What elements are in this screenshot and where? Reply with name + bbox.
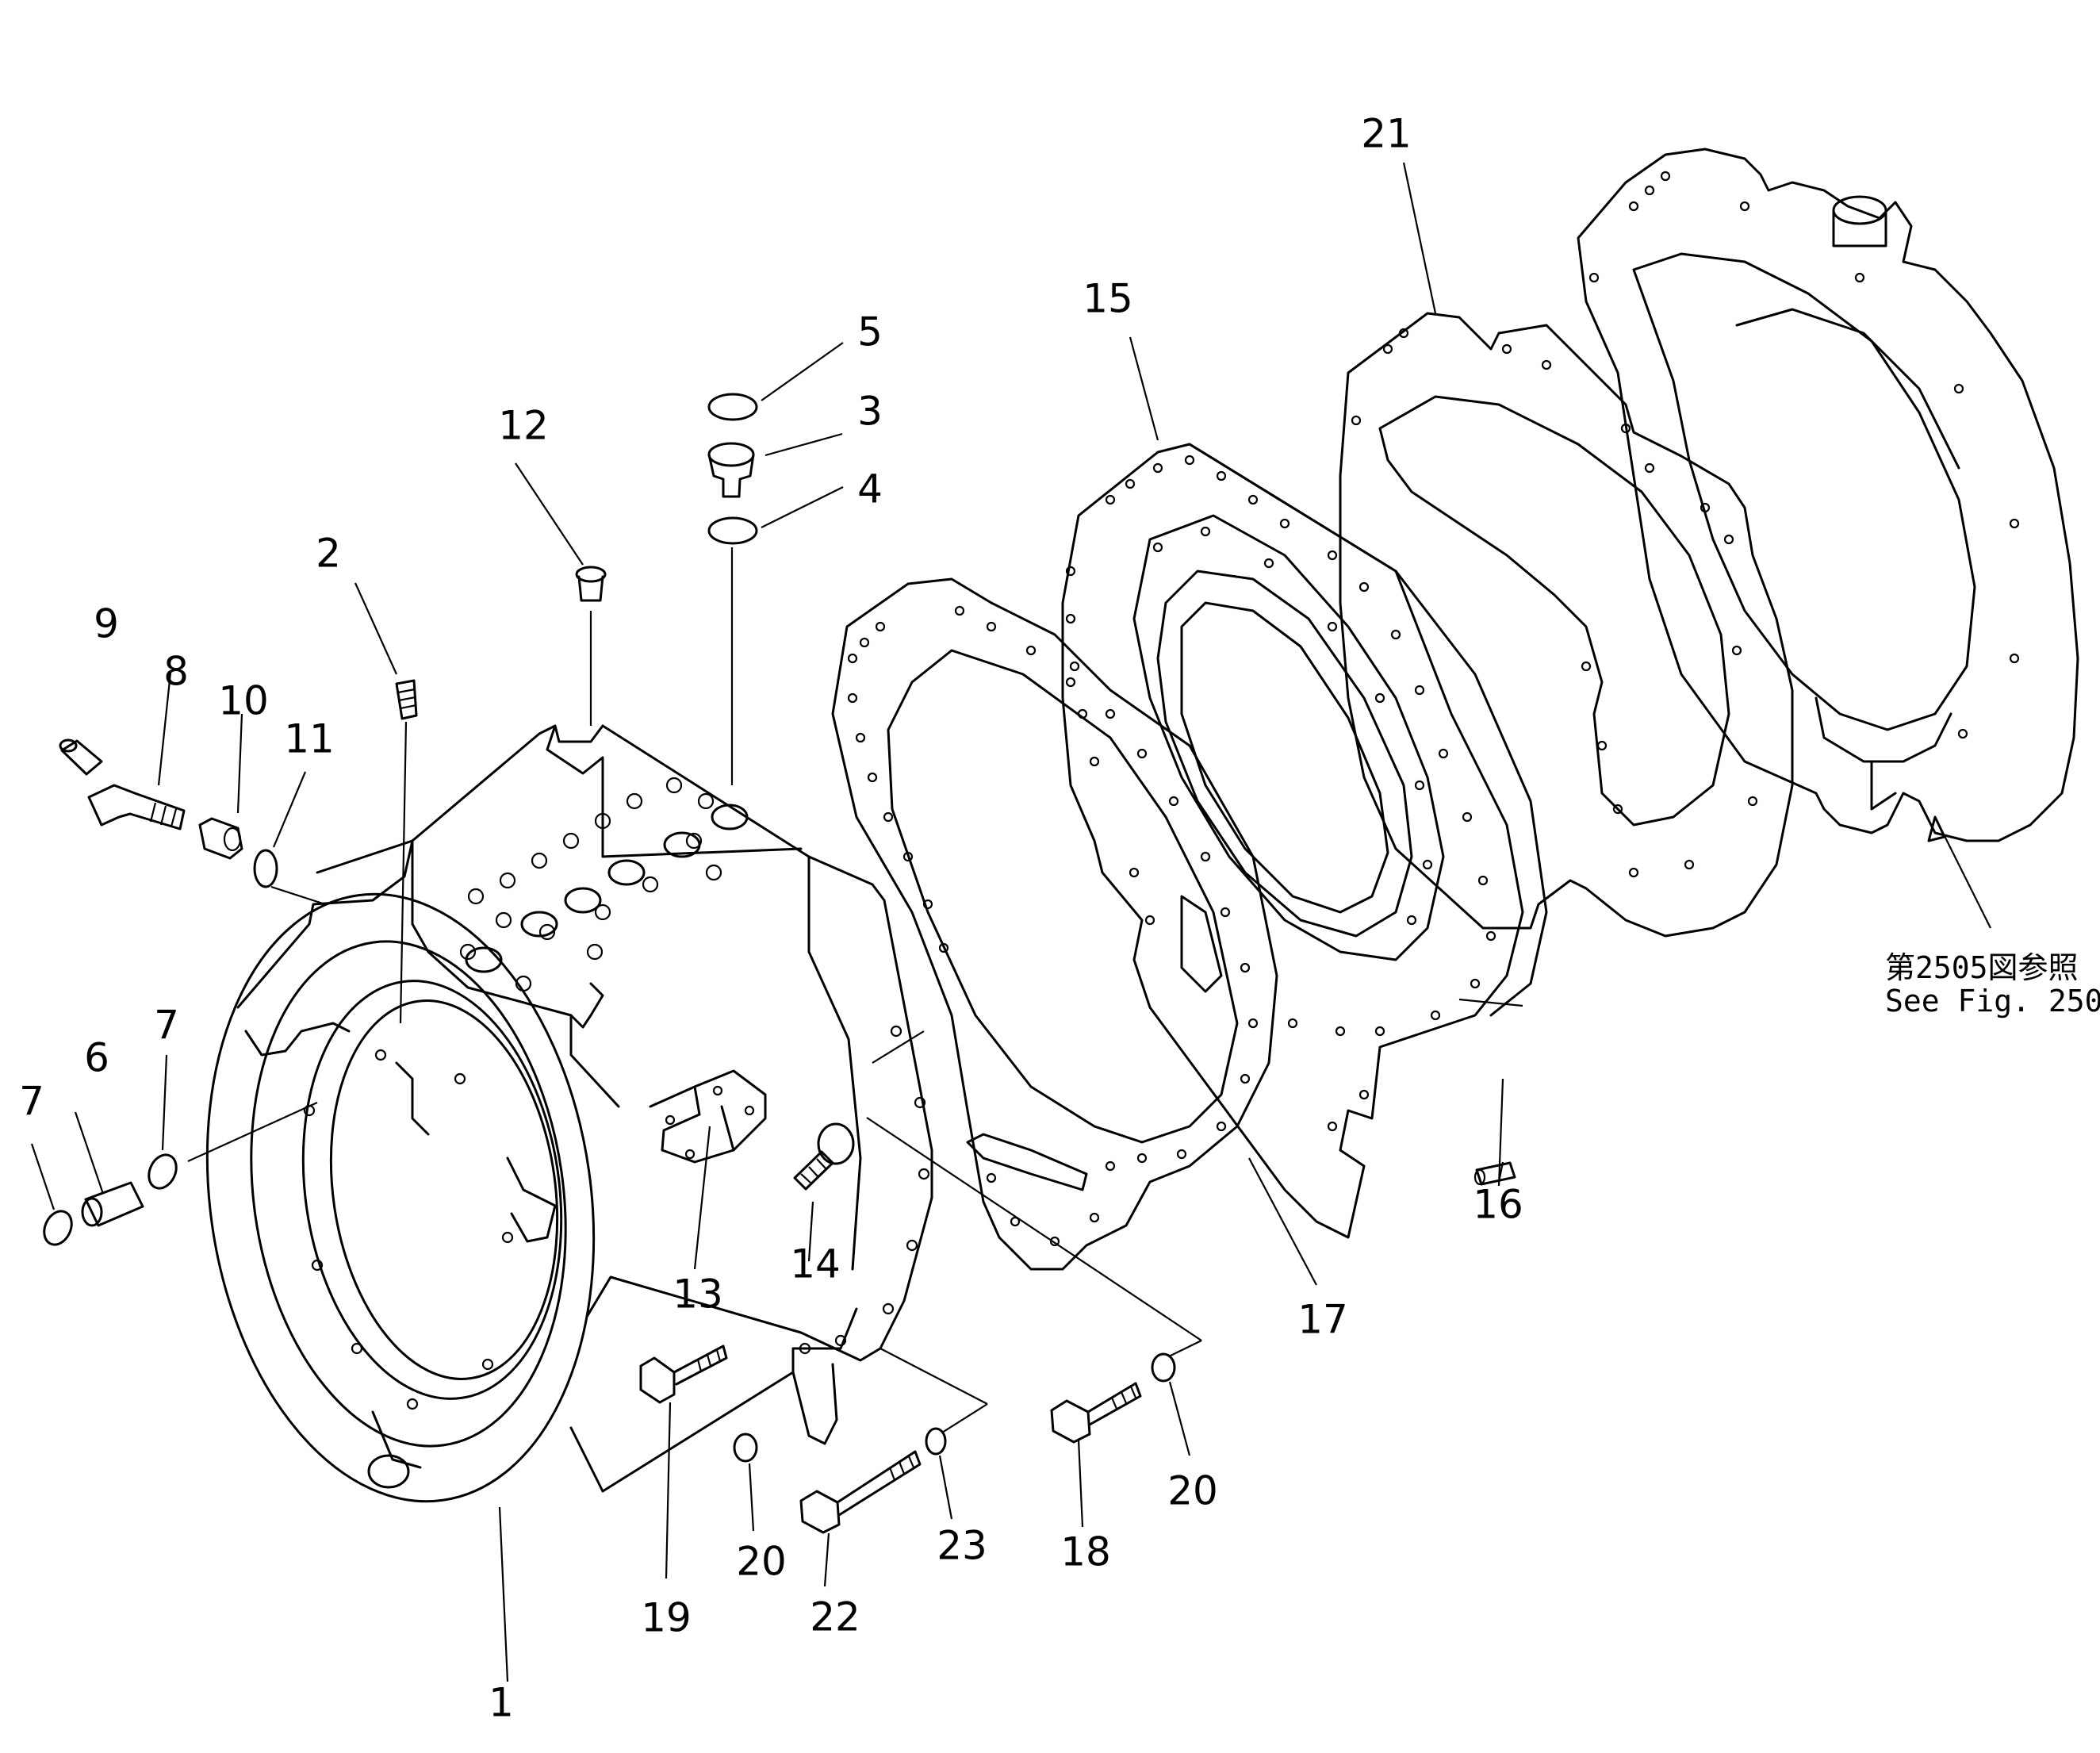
part-22-bolt [799, 1450, 922, 1534]
part-20-washer-a [733, 1433, 758, 1463]
part-13-cover [649, 1069, 767, 1164]
reference-housing [1577, 148, 2079, 842]
callout-20b: 20 [1167, 1468, 1218, 1514]
callout-16: 16 [1473, 1182, 1523, 1228]
part-5-o-ring [707, 393, 758, 421]
callout-20a: 20 [736, 1539, 787, 1585]
housing-reference-holes [1588, 171, 2020, 739]
callout-10: 10 [218, 678, 269, 724]
part-8-elbow [87, 784, 186, 830]
part-7-o-ring-a [43, 1210, 73, 1246]
part-10-nut [198, 817, 243, 860]
callout-11: 11 [284, 716, 335, 762]
leader-lines [30, 162, 1991, 1682]
main-housing [205, 724, 933, 1503]
callout-13: 13 [673, 1272, 723, 1318]
reference-note-en: See Fig. 2505 [1885, 984, 2100, 1018]
part-19-bolt [639, 1344, 728, 1404]
part-23-washer [925, 1427, 947, 1456]
callout-14: 14 [790, 1241, 841, 1287]
callout-3: 3 [857, 389, 883, 435]
gasket-21-holes [1351, 328, 1758, 878]
callout-labels: 1 2 3 4 5 6 7 7 8 9 10 11 12 13 14 15 16… [19, 111, 1523, 1726]
callout-9: 9 [94, 601, 119, 647]
adapter-15-holes [1065, 455, 1496, 1132]
part-17-gasket [831, 577, 1278, 1271]
callout-23: 23 [937, 1523, 987, 1569]
callout-6: 6 [84, 1035, 109, 1081]
part-3-plug [707, 442, 755, 498]
part-9-fitting [59, 738, 103, 776]
part-12-plug [575, 566, 607, 602]
gasket-17-holes [847, 605, 1259, 1247]
part-15-adapter [1061, 443, 1548, 1239]
callout-8: 8 [163, 649, 189, 695]
part-20-washer-b [1151, 1352, 1176, 1383]
part-6-plug [81, 1181, 144, 1227]
callout-17: 17 [1297, 1297, 1348, 1343]
callout-4: 4 [857, 466, 883, 512]
callout-21: 21 [1361, 111, 1412, 157]
part-14-bolt [793, 1122, 855, 1191]
part-18-bolt [1050, 1382, 1142, 1444]
part-2-plug [395, 679, 418, 720]
callout-18: 18 [1060, 1529, 1111, 1575]
reference-note-jp: 第2505図参照 [1885, 950, 2079, 985]
reference-note: 第2505図参照 See Fig. 2505 [1885, 950, 2100, 1018]
callout-22: 22 [810, 1594, 860, 1640]
callout-2: 2 [316, 531, 341, 577]
callout-12: 12 [498, 403, 549, 449]
callout-19: 19 [641, 1595, 692, 1641]
callout-7b: 7 [154, 1003, 179, 1049]
callout-7a: 7 [19, 1079, 44, 1125]
callout-15: 15 [1083, 276, 1133, 322]
part-21-gasket [1339, 312, 1794, 938]
callout-1: 1 [489, 1680, 514, 1726]
part-7-o-ring-b [148, 1153, 178, 1190]
part-4-o-ring [707, 516, 758, 545]
callout-5: 5 [857, 309, 883, 355]
part-11-o-ring [253, 849, 278, 888]
